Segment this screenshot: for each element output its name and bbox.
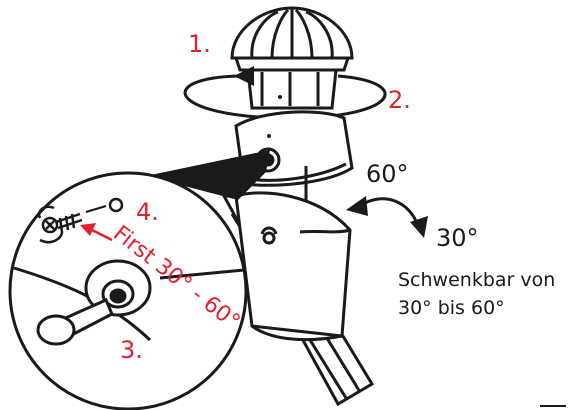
caption-line-1: Schwenkbar von bbox=[398, 269, 555, 291]
step-2-label: 2. bbox=[388, 86, 411, 114]
detail-contents bbox=[13, 259, 245, 346]
step-3-label: 3. bbox=[120, 336, 143, 364]
arrow-left-icon bbox=[80, 223, 113, 242]
screw-icon bbox=[37, 197, 124, 244]
step-1-label: 1. bbox=[188, 30, 211, 58]
step-4-label: 4. bbox=[136, 198, 159, 226]
tilt-arrow-icon bbox=[346, 196, 428, 238]
caption-line-2: 30° bis 60° bbox=[398, 297, 505, 319]
mounting-bracket bbox=[221, 191, 375, 407]
angle-upper-label: 60° bbox=[366, 160, 409, 188]
angle-lower-label: 30° bbox=[436, 224, 479, 252]
sensor-cap bbox=[230, 6, 354, 110]
